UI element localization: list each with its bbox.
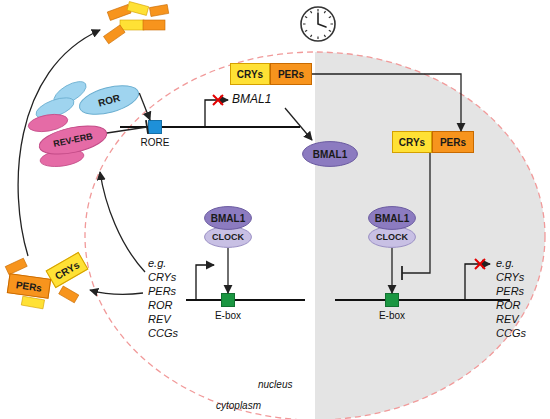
ellipse-shape bbox=[369, 207, 416, 230]
cry-tile bbox=[21, 296, 44, 309]
activation-arrow bbox=[392, 248, 393, 293]
node-text: BMAL1 bbox=[313, 149, 347, 160]
transcription-start bbox=[465, 264, 490, 300]
per-protein: PERs bbox=[7, 273, 51, 299]
clock-icon bbox=[301, 7, 335, 41]
element-label: E-box bbox=[215, 310, 241, 321]
cry-protein: CRYs bbox=[230, 63, 270, 85]
node-text: CLOCK bbox=[376, 232, 408, 243]
node-text: CRYs bbox=[399, 137, 425, 148]
ellipse-shape bbox=[205, 207, 252, 230]
clock-ticks bbox=[303, 9, 333, 39]
dna-line bbox=[335, 299, 510, 301]
node-text: CLOCK bbox=[212, 232, 244, 243]
translation-arrow bbox=[100, 172, 145, 272]
translation-arrow bbox=[285, 108, 312, 140]
text-label: e.g. bbox=[496, 257, 514, 270]
red-cross bbox=[475, 259, 485, 269]
per-protein: PERs bbox=[432, 131, 474, 153]
node-text: PERs bbox=[15, 279, 42, 294]
connector-line bbox=[312, 74, 461, 131]
ellipse-shape bbox=[205, 227, 252, 248]
bmal1-protein: BMAL1 bbox=[204, 206, 252, 230]
element-label: RORE bbox=[141, 137, 170, 148]
promoter-lines bbox=[120, 127, 510, 300]
nucleus-outline bbox=[85, 52, 545, 419]
text-label: PERs bbox=[148, 285, 176, 298]
bmal1-protein: BMAL1 bbox=[302, 141, 358, 167]
text-label: CCGs bbox=[496, 327, 526, 340]
node-text: BMAL1 bbox=[375, 213, 409, 224]
per-protein: PERs bbox=[270, 63, 312, 85]
cry-protein: CRYs bbox=[46, 252, 89, 288]
per-tile bbox=[107, 4, 131, 20]
node-text: CRYs bbox=[53, 259, 81, 282]
per-tile bbox=[104, 25, 126, 44]
connector-line bbox=[391, 248, 392, 293]
red-cross bbox=[213, 95, 223, 105]
connector-line bbox=[402, 153, 430, 273]
ellipse-shape bbox=[303, 142, 358, 167]
text-label: ROR bbox=[496, 299, 520, 312]
ellipse-shape bbox=[37, 121, 109, 160]
ellipse-shape bbox=[76, 80, 141, 120]
per-tile bbox=[143, 20, 165, 30]
rev-erb-protein: REV-ERB bbox=[36, 120, 110, 160]
transcription-arrows bbox=[196, 100, 490, 300]
node-text: BMAL1 bbox=[211, 213, 245, 224]
cry-tile bbox=[120, 20, 144, 30]
connector-line bbox=[139, 93, 150, 120]
text-label: REV bbox=[148, 313, 171, 326]
text-label: nucleus bbox=[258, 378, 292, 391]
clock-face bbox=[301, 7, 335, 41]
transcription-start bbox=[205, 100, 228, 127]
ror-protein: ROR bbox=[76, 79, 143, 120]
connector-line bbox=[227, 248, 228, 293]
per-tile bbox=[5, 258, 27, 275]
connector-line bbox=[107, 127, 147, 133]
text-label: REV bbox=[496, 313, 519, 326]
text-label: BMAL1 bbox=[232, 93, 271, 106]
text-label: cytoplasm bbox=[216, 399, 261, 412]
translation-arrow bbox=[90, 290, 143, 294]
inhibition-line bbox=[107, 120, 148, 134]
node-text: PERs bbox=[278, 69, 304, 80]
clock-hands bbox=[318, 13, 326, 27]
node-text: CRYs bbox=[237, 69, 263, 80]
dna-line bbox=[120, 126, 300, 128]
inhibition-line bbox=[402, 153, 430, 280]
text-label: ROR bbox=[148, 299, 172, 312]
text-label: e.g. bbox=[148, 257, 166, 270]
protein-tiles-top bbox=[104, 2, 169, 44]
e-box-element: E-box bbox=[385, 293, 399, 307]
text-label: CRYs bbox=[496, 271, 524, 284]
activation-arrow bbox=[228, 248, 229, 293]
cry-tile bbox=[127, 2, 149, 16]
text-label: CRYs bbox=[148, 271, 176, 284]
text-label: CCGs bbox=[148, 327, 178, 340]
bmal1-protein: BMAL1 bbox=[368, 206, 416, 230]
inhibition-bar bbox=[401, 266, 403, 280]
inhibition-bar bbox=[146, 120, 148, 134]
transcription-start bbox=[196, 265, 214, 300]
activation-arrow bbox=[139, 93, 150, 120]
cycle-arrows bbox=[18, 30, 312, 294]
activation-arrow bbox=[312, 74, 461, 131]
e-box-element: E-box bbox=[221, 293, 235, 307]
ror-cluster bbox=[27, 77, 90, 169]
night-shading bbox=[315, 0, 550, 419]
rore-element: RORE bbox=[148, 120, 162, 134]
dna-line bbox=[186, 299, 305, 301]
per-tile bbox=[59, 286, 79, 303]
blocked-marks bbox=[213, 95, 485, 269]
node-text: PERs bbox=[440, 137, 466, 148]
ellipse-shape bbox=[369, 227, 416, 248]
text-label: PERs bbox=[496, 285, 524, 298]
per-tile bbox=[149, 4, 168, 16]
cry-protein: CRYs bbox=[392, 131, 432, 153]
element-label: E-box bbox=[379, 310, 405, 321]
